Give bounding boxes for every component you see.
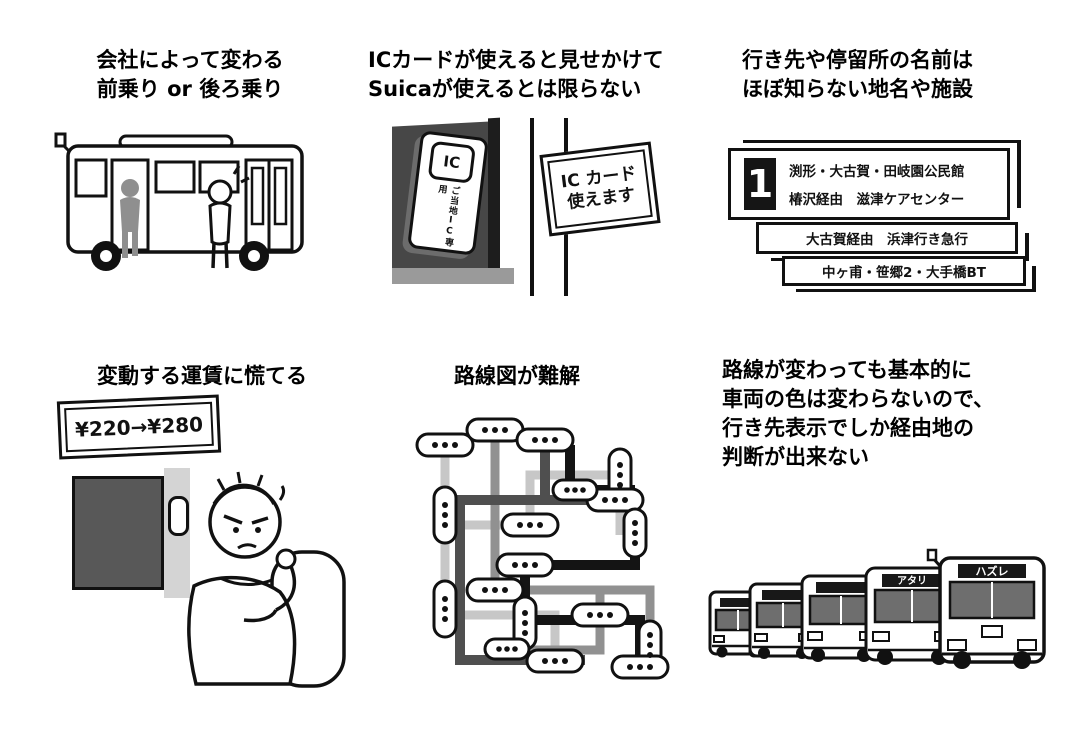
station-dots (432, 427, 653, 670)
caption-route-map-text: 路線図が難解 (454, 364, 580, 388)
rear-door-pane-2 (273, 166, 288, 226)
board1-line2: 椿沢経由 滋津ケアセンター (789, 192, 965, 208)
bus-window-1 (154, 160, 196, 194)
route-map-illustration (415, 417, 670, 680)
reader-label: ご当地IC専用 (435, 183, 460, 248)
fare-amount: ¥220→¥280 (64, 401, 214, 453)
board3-text: 中ヶ甫・笹郷2・大手橋BT (822, 265, 986, 281)
caption-bus-color-line1: 路線が変わっても基本的に (722, 358, 972, 382)
bus-windshield (74, 158, 108, 198)
destination-board-3: 中ヶ甫・笹郷2・大手橋BT (782, 256, 1026, 286)
ic-card-reader: IC ご当地IC専用 (407, 130, 489, 256)
caption-destination: 行き先や停留所の名前は ほぼ知らない地名や施設 (742, 46, 1032, 104)
destination-board-1: 1 渕形・大古賀・田岐園公民館 椿沢経由 滋津ケアセンター (728, 148, 1010, 220)
rear-door-pane-1 (250, 166, 265, 226)
bus-mirror (54, 132, 67, 148)
caption-bus-color: 路線が変わっても基本的に 車両の色は変わらないので、 行き先表示でしか経由地の … (722, 356, 1032, 472)
caption-bus-color-line3: 行き先表示でしか経由地の (722, 416, 974, 440)
bus-step (392, 268, 514, 284)
boarding-passenger-silhouette (120, 179, 140, 258)
ic-sign-frame: IC カード 使えます (547, 149, 653, 229)
ic-usable-sign: IC カード 使えます (539, 141, 661, 237)
caption-boarding-line1: 会社によって変わる (96, 48, 284, 72)
caption-ic-line2: Suicaが使えるとは限らない (368, 77, 642, 101)
bus-destination-text-atari: アタリ (897, 575, 927, 587)
caption-ic-card: ICカードが使えると見せかけて Suicaが使えるとは限らない (368, 46, 698, 104)
bus-5: ハズレ (926, 548, 1046, 669)
caption-fare-text: 変動する運賃に慌てる (97, 364, 307, 388)
caption-route-map: 路線図が難解 (387, 362, 647, 391)
bus-window-2 (198, 160, 240, 194)
caption-fare: 変動する運賃に慌てる (72, 362, 332, 391)
stanchion-edge (488, 117, 500, 283)
worried-passenger (187, 471, 297, 686)
caption-destination-line1: 行き先や停留所の名前は (742, 48, 973, 72)
caption-bus-color-line2: 車両の色は変わらないので、 (722, 387, 995, 411)
caption-bus-color-line4: 判断が出来ない (722, 445, 869, 469)
caption-boarding-line2: 前乗り or 後ろ乗り (96, 77, 284, 101)
confused-passenger (207, 165, 250, 269)
caption-boarding: 会社によって変わる 前乗り or 後ろ乗り (55, 46, 325, 104)
bus-destination-text-hazure: ハズレ (976, 564, 1009, 578)
bus-interior-window (72, 476, 164, 590)
rear-wheel-hub (248, 250, 260, 262)
destination-boards-illustration: 1 渕形・大古賀・田岐園公民館 椿沢経由 滋津ケアセンター 大古賀経由 浜津行き… (726, 138, 1026, 296)
ic-reader-illustration: IC ご当地IC専用 IC カード 使えます (392, 117, 662, 296)
bus-2 (748, 582, 818, 659)
board1-line1: 渕形・大古賀・田岐園公民館 (789, 164, 965, 180)
ic-chip-mark: IC (427, 140, 476, 184)
caption-ic-line1: ICカードが使えると見せかけて (368, 48, 664, 72)
bus-lineup-illustration: アタリ ハズレ (708, 548, 1046, 669)
caption-destination-line2: ほぼ知らない地名や施設 (742, 77, 973, 101)
grab-handle (168, 496, 189, 536)
route-number-plate: 1 (741, 155, 779, 213)
destination-board-2: 大古賀経由 浜津行き急行 (756, 222, 1018, 254)
boarding-bus-illustration (54, 132, 304, 271)
board2-text: 大古賀経由 浜津行き急行 (806, 232, 968, 248)
front-wheel-hub (100, 250, 112, 262)
fare-display-sign: ¥220→¥280 (56, 394, 222, 460)
worried-passenger-illustration (187, 471, 346, 688)
